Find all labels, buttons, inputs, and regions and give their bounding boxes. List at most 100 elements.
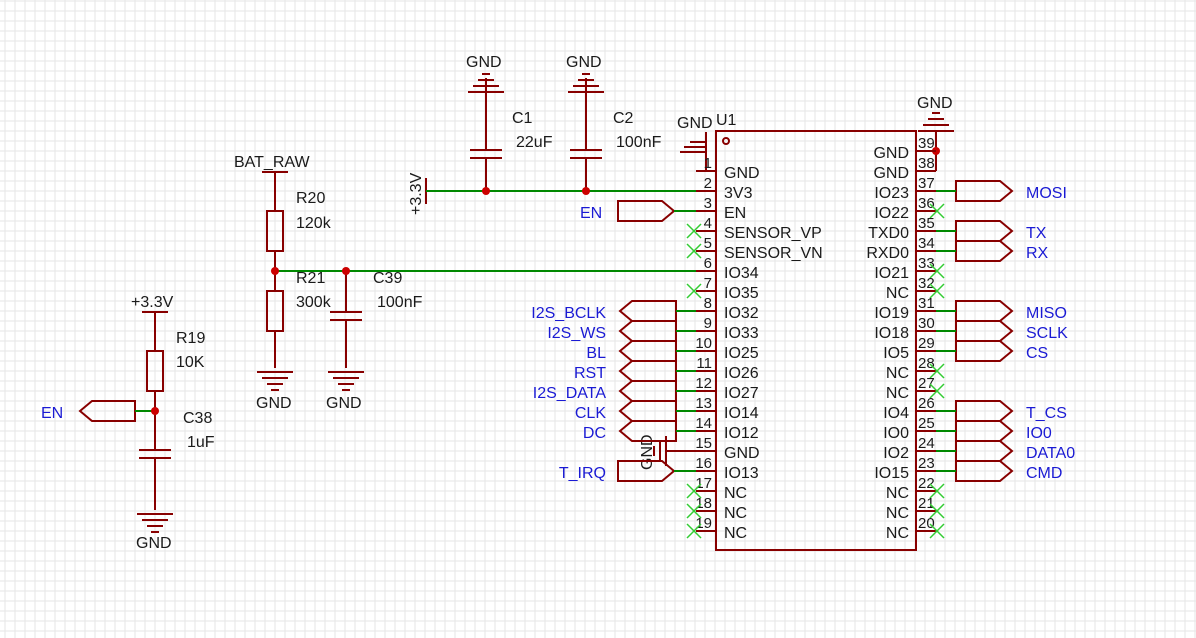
ic-u1: U1 — [715, 112, 917, 551]
pin-name: IO0 — [883, 425, 909, 442]
pin-number: 19 — [695, 515, 712, 532]
pin-name: IO2 — [883, 445, 909, 462]
r21-value: 300k — [296, 294, 332, 311]
capacitor-c1: C1 22uF — [470, 78, 553, 191]
pin-name: IO34 — [724, 265, 759, 282]
gnd-symbol-c2: GND — [566, 54, 604, 93]
gnd-symbol-c39: GND — [326, 371, 364, 412]
no-connect-mark — [686, 243, 702, 259]
net-label-right: RX — [936, 240, 1049, 262]
pin-name: IO32 — [724, 305, 759, 322]
en-label-r19: EN — [41, 405, 63, 422]
r19-value: 10K — [176, 354, 205, 371]
net-name: T_CS — [1026, 405, 1067, 422]
c38-ref: C38 — [183, 410, 212, 427]
gnd-label-pin1: GND — [677, 115, 713, 132]
no-connect-mark — [929, 283, 945, 299]
pin-number: 6 — [704, 255, 712, 272]
pin-number: 9 — [704, 315, 712, 332]
pin-number: 17 — [695, 475, 712, 492]
net-label-left: I2S_WS — [547, 320, 696, 342]
pin-number: 37 — [918, 175, 935, 192]
net-label-left: I2S_DATA — [533, 380, 696, 402]
gnd-label-c2: GND — [566, 54, 602, 71]
net-name: SCLK — [1026, 325, 1068, 342]
net-labels: I2S_BCLKI2S_WSBLRSTI2S_DATACLKDCT_IRQMOS… — [531, 180, 1075, 482]
c2-ref: C2 — [613, 110, 634, 127]
pin-name: NC — [724, 525, 747, 542]
pin-number: 5 — [704, 235, 712, 252]
pin-number: 14 — [695, 415, 712, 432]
pin-number: 30 — [918, 315, 935, 332]
junction-r20-r21 — [271, 267, 279, 275]
gnd-label-c39: GND — [326, 395, 362, 412]
net-name: CMD — [1026, 465, 1062, 482]
net-label-right: CMD — [936, 460, 1062, 482]
no-connect-mark — [929, 383, 945, 399]
no-connect-mark — [686, 483, 702, 499]
net-label-right: CS — [936, 340, 1048, 362]
net-name: IO0 — [1026, 425, 1052, 442]
no-connect-mark — [929, 503, 945, 519]
pin-name: IO12 — [724, 425, 759, 442]
pin-number: 1 — [704, 155, 712, 172]
no-connect-mark — [929, 263, 945, 279]
gnd-symbol-pin1: GND — [677, 115, 713, 171]
net-name: T_IRQ — [559, 465, 606, 482]
junction-c39 — [342, 267, 350, 275]
c1-value: 22uF — [516, 134, 553, 151]
en-net-label-ic: EN — [580, 200, 696, 222]
net-label-left: T_IRQ — [559, 460, 696, 482]
pin-number: 21 — [918, 495, 935, 512]
pin-name: IO25 — [724, 345, 759, 362]
gnd-label-pin15: GND — [639, 434, 656, 470]
no-connect-mark — [929, 483, 945, 499]
pin-name: GND — [873, 145, 909, 162]
pin-number: 23 — [918, 455, 935, 472]
pin-number: 10 — [695, 335, 712, 352]
net-name: I2S_WS — [547, 325, 606, 342]
gnd-symbol-c1: GND — [466, 54, 504, 93]
v33-label-top: +3.3V — [408, 172, 425, 215]
net-label-right: MOSI — [936, 180, 1067, 202]
pin-name: RXD0 — [866, 245, 909, 262]
net-name: I2S_DATA — [533, 385, 607, 402]
ic-pin-left: 3EN — [696, 195, 746, 222]
no-connect-mark — [929, 203, 945, 219]
pin-name: IO23 — [874, 185, 909, 202]
pin-number: 18 — [695, 495, 712, 512]
c39-value: 100nF — [377, 294, 423, 311]
pin-name: IO18 — [874, 325, 909, 342]
ic-ref: U1 — [716, 112, 737, 129]
pin-name: TXD0 — [868, 225, 909, 242]
pin-name: NC — [886, 365, 909, 382]
pin-number: 25 — [918, 415, 935, 432]
c38-value: 1uF — [187, 434, 215, 451]
net-label-left: BL — [586, 340, 696, 362]
net-label-left: RST — [574, 360, 696, 382]
pin-name: IO14 — [724, 405, 759, 422]
pin-name: EN — [724, 205, 746, 222]
pin-number: 15 — [695, 435, 712, 452]
